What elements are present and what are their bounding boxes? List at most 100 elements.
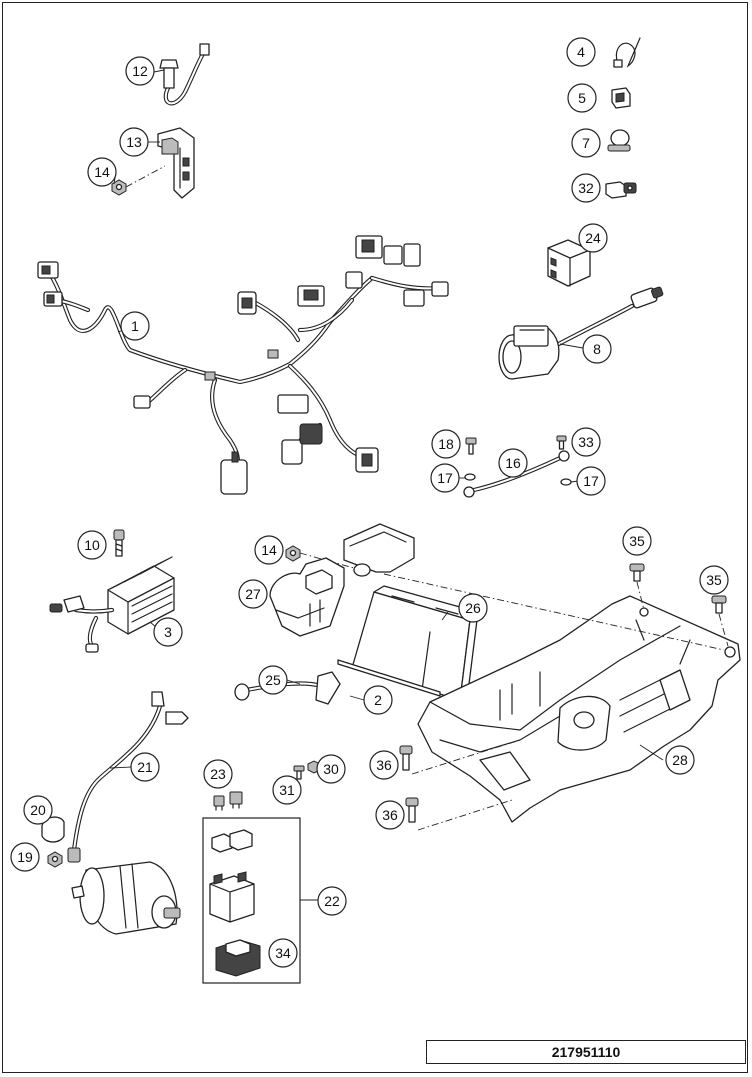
callout-35-right: 35 — [699, 565, 729, 595]
svg-text:28: 28 — [672, 752, 688, 768]
part-34-relay — [215, 939, 261, 977]
svg-text:35: 35 — [629, 533, 645, 549]
callout-26: 26 — [458, 593, 488, 623]
svg-text:8: 8 — [593, 341, 601, 357]
part-13-bracket — [157, 127, 195, 199]
part-4-cable-tie — [613, 37, 641, 68]
svg-text:5: 5 — [578, 90, 586, 106]
part-3-voltage-regulator — [49, 556, 175, 653]
svg-text:14: 14 — [94, 164, 110, 180]
callout-36-lower: 36 — [375, 800, 405, 830]
callout-17-left: 17 — [430, 463, 460, 493]
part-24-relay-block — [547, 239, 591, 287]
svg-text:21: 21 — [137, 759, 153, 775]
callout-23: 23 — [203, 759, 233, 789]
part-14-nut-top — [111, 179, 127, 196]
part-23-fuses — [213, 791, 243, 811]
svg-text:2: 2 — [374, 692, 382, 708]
part-14-nut-middle — [285, 545, 301, 562]
part-28-battery-tray — [417, 595, 741, 823]
callout-18: 18 — [431, 429, 461, 459]
part-7-clamp — [607, 129, 631, 152]
part-8-sensor — [498, 286, 664, 380]
svg-text:25: 25 — [265, 672, 281, 688]
callout-10: 10 — [77, 530, 107, 560]
part-35-screw-right — [711, 595, 727, 614]
svg-text:7: 7 — [582, 135, 590, 151]
part-35-screw-left — [629, 563, 645, 582]
part-12-connector-cable — [159, 43, 210, 106]
part-25-battery-cable — [234, 671, 341, 705]
svg-text:17: 17 — [437, 470, 453, 486]
callout-33: 33 — [571, 427, 601, 457]
callout-19: 19 — [10, 842, 40, 872]
svg-text:4: 4 — [577, 44, 585, 60]
svg-text:36: 36 — [382, 807, 398, 823]
svg-text:18: 18 — [438, 436, 454, 452]
callout-2: 2 — [363, 685, 393, 715]
diagram-code-box: 217951110 — [426, 1040, 746, 1064]
part-31-screw — [293, 765, 305, 780]
svg-text:3: 3 — [164, 624, 172, 640]
svg-text:31: 31 — [279, 782, 295, 798]
svg-text:26: 26 — [465, 600, 481, 616]
callout-30: 30 — [316, 754, 346, 784]
part-22-relay-kit — [202, 817, 301, 984]
svg-text:35: 35 — [706, 572, 722, 588]
callout-13: 13 — [119, 127, 149, 157]
callout-14-top: 14 — [87, 157, 117, 187]
callout-31: 31 — [272, 775, 302, 805]
svg-text:19: 19 — [17, 849, 33, 865]
callout-27: 27 — [238, 579, 268, 609]
part-5-clip — [611, 87, 631, 109]
svg-text:20: 20 — [30, 802, 46, 818]
starter-motor — [71, 861, 181, 935]
svg-text:22: 22 — [324, 893, 340, 909]
svg-text:23: 23 — [210, 766, 226, 782]
part-19-nut — [47, 851, 63, 868]
callout-7: 7 — [571, 128, 601, 158]
part-21-starter-cable — [67, 691, 189, 863]
callout-32: 32 — [571, 173, 601, 203]
svg-text:14: 14 — [261, 542, 277, 558]
callout-17-right: 17 — [576, 466, 606, 496]
callout-8: 8 — [582, 334, 612, 364]
svg-text:36: 36 — [376, 757, 392, 773]
part-36-screw-upper — [399, 745, 413, 771]
callout-24: 24 — [578, 223, 608, 253]
part-27-battery-holder — [269, 523, 415, 637]
part-2-strap — [337, 659, 441, 697]
callout-21: 21 — [130, 752, 160, 782]
part-1-wiring-harness — [37, 235, 449, 495]
svg-text:30: 30 — [323, 761, 339, 777]
svg-text:16: 16 — [505, 455, 521, 471]
svg-text:24: 24 — [585, 230, 601, 246]
part-32-connector — [605, 181, 637, 199]
callout-12: 12 — [125, 56, 155, 86]
callout-28: 28 — [665, 745, 695, 775]
svg-text:27: 27 — [245, 586, 261, 602]
part-17-washer-right — [560, 478, 572, 486]
callout-4: 4 — [566, 37, 596, 67]
svg-text:12: 12 — [132, 63, 148, 79]
callout-22: 22 — [317, 886, 347, 916]
part-33-screw — [556, 435, 567, 450]
callout-3: 3 — [153, 617, 183, 647]
svg-text:17: 17 — [583, 473, 599, 489]
callout-16: 16 — [498, 448, 528, 478]
callout-36-upper: 36 — [369, 750, 399, 780]
part-18-screw — [465, 437, 477, 455]
part-17-washer-left — [464, 473, 476, 481]
callout-14-middle: 14 — [254, 535, 284, 565]
svg-text:13: 13 — [126, 134, 142, 150]
svg-text:10: 10 — [84, 537, 100, 553]
callout-34: 34 — [268, 938, 298, 968]
diagram-code: 217951110 — [551, 1044, 621, 1060]
svg-text:34: 34 — [275, 945, 291, 961]
svg-text:32: 32 — [578, 180, 594, 196]
callout-35-left: 35 — [622, 526, 652, 556]
callout-25: 25 — [258, 665, 288, 695]
part-36-screw-lower — [405, 797, 419, 823]
